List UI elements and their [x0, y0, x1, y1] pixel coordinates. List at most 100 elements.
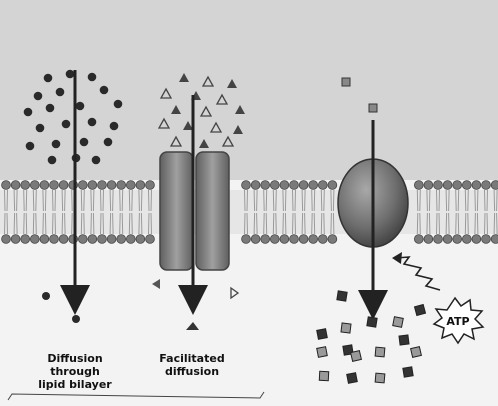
lipid-head [136, 181, 145, 190]
lipid-head [117, 235, 126, 244]
lipid-head [59, 181, 68, 190]
lipid-head [21, 235, 30, 244]
lipid-head [11, 235, 20, 244]
lipid-head [146, 181, 155, 190]
pumped-molecule [375, 373, 385, 383]
solute-molecule [76, 102, 85, 111]
lipid-head [472, 235, 481, 244]
lipid-head [88, 235, 97, 244]
lipid-head [242, 181, 251, 190]
lipid-head [472, 181, 481, 190]
lipid-head [290, 235, 299, 244]
lipid-head [414, 235, 423, 244]
lipid-head [299, 181, 308, 190]
lipid-head [251, 181, 260, 190]
pumped-molecule [341, 323, 351, 333]
lipid-head [453, 235, 462, 244]
lipid-head [2, 181, 11, 190]
lipid-head [98, 235, 107, 244]
pumped-molecule [337, 291, 347, 301]
pumped-molecule [403, 367, 413, 377]
lipid-head [88, 181, 97, 190]
lipid-head [126, 181, 135, 190]
lipid-head [328, 181, 337, 190]
lipid-head [251, 235, 260, 244]
solute-molecule [100, 86, 109, 95]
lipid-head [424, 181, 433, 190]
pump-substrate-top [369, 104, 377, 112]
lipid-head [261, 181, 270, 190]
lipid-head [434, 235, 443, 244]
pump-substrate-top [342, 78, 350, 86]
lipid-head [40, 235, 49, 244]
diffused-molecule [72, 315, 80, 323]
lipid-head [11, 181, 20, 190]
lipid-head [453, 181, 462, 190]
pumped-molecule [393, 317, 404, 328]
lipid-head [98, 181, 107, 190]
lipid-head [117, 181, 126, 190]
pumped-molecule [317, 347, 328, 358]
solute-molecule [80, 138, 89, 147]
lipid-bilayer-diffusion-label: Diffusion through lipid bilayer [30, 352, 120, 391]
lipid-head [21, 181, 30, 190]
lipid-head [280, 235, 289, 244]
lipid-head [462, 235, 471, 244]
lipid-head [434, 181, 443, 190]
lipid-head [290, 181, 299, 190]
lipid-head [328, 235, 337, 244]
lipid-head [107, 235, 116, 244]
lipid-head [491, 181, 498, 190]
pumped-molecule [319, 371, 328, 380]
lipid-head [242, 235, 251, 244]
lipid-head [78, 181, 87, 190]
lipid-head [424, 235, 433, 244]
lipid-head [462, 181, 471, 190]
lipid-head [443, 181, 452, 190]
solute-molecule [24, 108, 33, 117]
pumped-molecule [317, 329, 328, 340]
lipid-head [482, 235, 491, 244]
solute-molecule [104, 138, 113, 147]
lipid-head [261, 235, 270, 244]
solute-molecule [48, 156, 57, 165]
lipid-head [270, 235, 279, 244]
lipid-head [78, 235, 87, 244]
lipid-head [40, 181, 49, 190]
lipid-head [309, 181, 318, 190]
pumped-molecule [399, 335, 409, 345]
lipid-head [146, 235, 155, 244]
pumped-molecule [347, 373, 358, 384]
lipid-head [107, 181, 116, 190]
solute-molecule [26, 142, 35, 151]
pumped-molecule [411, 347, 422, 358]
solute-molecule [36, 124, 45, 133]
lipid-head [50, 181, 59, 190]
pumped-molecule [414, 304, 425, 315]
lipid-head [136, 235, 145, 244]
lipid-head [443, 235, 452, 244]
solute-molecule [44, 74, 53, 83]
atp-label: ATP [446, 315, 469, 328]
solute-molecule [110, 122, 119, 131]
solute-molecule [56, 88, 65, 97]
pumped-molecule [367, 317, 377, 327]
solute-molecule [46, 104, 55, 113]
lipid-head [318, 181, 327, 190]
lipid-head [30, 181, 39, 190]
lipid-head [2, 235, 11, 244]
lipid-head [318, 235, 327, 244]
lipid-head [280, 181, 289, 190]
solute-molecule [62, 120, 71, 129]
lipid-head [491, 235, 498, 244]
lipid-head [299, 235, 308, 244]
diffused-molecule [42, 292, 50, 300]
lipid-head [50, 235, 59, 244]
solute-molecule [34, 92, 43, 101]
solute-molecule [114, 100, 123, 109]
lipid-head [482, 181, 491, 190]
solute-molecule [66, 70, 75, 79]
lipid-head [270, 181, 279, 190]
